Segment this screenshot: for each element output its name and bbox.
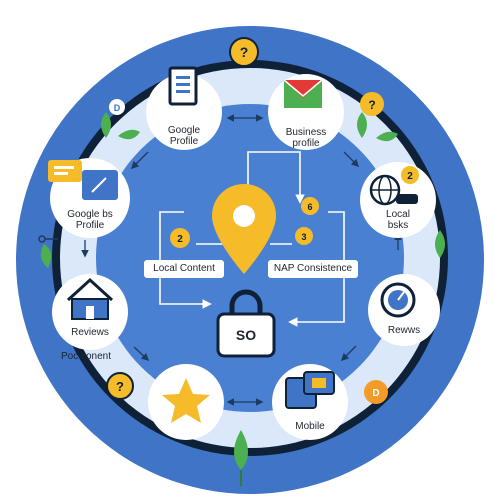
badge-two-left: 2: [170, 228, 190, 248]
poc-content-label: Poc conent: [60, 351, 112, 362]
business-profile-line2: profile: [292, 137, 320, 149]
question-badge-top: ?: [229, 37, 259, 67]
d-badge-bottom-right: D: [364, 380, 388, 404]
nap-consistence-pill: [268, 260, 358, 278]
svg-text:D: D: [372, 388, 379, 399]
key-icon: [38, 235, 58, 243]
local-content-pill: [144, 260, 224, 278]
local-bsks-line1: Local: [386, 209, 410, 220]
node-label-mobile: Mobile: [290, 421, 330, 433]
badge-six: 6: [301, 197, 319, 215]
leaf-icons: [40, 112, 445, 486]
google-bs-profile-line1: Google bs: [67, 209, 113, 220]
node-label-google-bs-profile: Google bs Profile: [58, 209, 122, 231]
google-profile-top-line2: Profile: [169, 135, 199, 147]
local-content-label: Local Content: [153, 263, 215, 274]
svg-text:?: ?: [240, 44, 249, 60]
d-badge-top-left: D: [109, 99, 125, 115]
node-label-local-bsks: Local bsks: [378, 209, 418, 231]
google-bs-profile-line2: Profile: [75, 219, 105, 231]
node-label-reviews-left: Reviews: [64, 327, 116, 339]
svg-text:?: ?: [116, 379, 124, 394]
svg-text:2: 2: [177, 234, 183, 245]
svg-text:3: 3: [301, 232, 306, 242]
node-mobile[interactable]: [272, 364, 348, 440]
node-label-business-profile: Business profile: [280, 127, 332, 149]
google-profile-top-line1: Google: [167, 125, 201, 136]
badge-three: 3: [295, 227, 313, 245]
node-google-bs-profile[interactable]: [48, 158, 130, 238]
mobile-text: Mobile: [295, 421, 325, 432]
node-reviews-left[interactable]: [52, 274, 128, 350]
reviews-right-text: Rewws: [387, 325, 421, 336]
local-bsks-line2: bsks: [387, 219, 409, 231]
local-bsks-badge: 2: [407, 171, 413, 182]
node-label-reviews-right: Rewws: [382, 325, 426, 337]
business-profile-line1: Business: [285, 127, 327, 138]
question-badge-bottom-left: ?: [106, 372, 134, 400]
node-label-google-profile-top: Google Profile: [164, 125, 204, 147]
location-pin-icon: [212, 184, 276, 274]
node-star[interactable]: [148, 364, 224, 440]
lock-label: SO: [235, 327, 257, 343]
svg-text:6: 6: [307, 202, 312, 212]
node-business-profile[interactable]: [268, 74, 344, 150]
nap-consistence-label: NAP Consistence: [273, 263, 353, 274]
svg-text:?: ?: [368, 98, 375, 112]
node-local-bsks[interactable]: 2: [360, 162, 436, 238]
inner-connectors: [159, 151, 345, 327]
node-reviews-right[interactable]: [368, 274, 440, 346]
svg-text:D: D: [114, 103, 121, 113]
lock-icon: [216, 289, 276, 358]
question-badge-top-right: ?: [360, 92, 384, 116]
reviews-left-text: Reviews: [71, 327, 109, 338]
node-google-profile-top[interactable]: [146, 66, 222, 150]
